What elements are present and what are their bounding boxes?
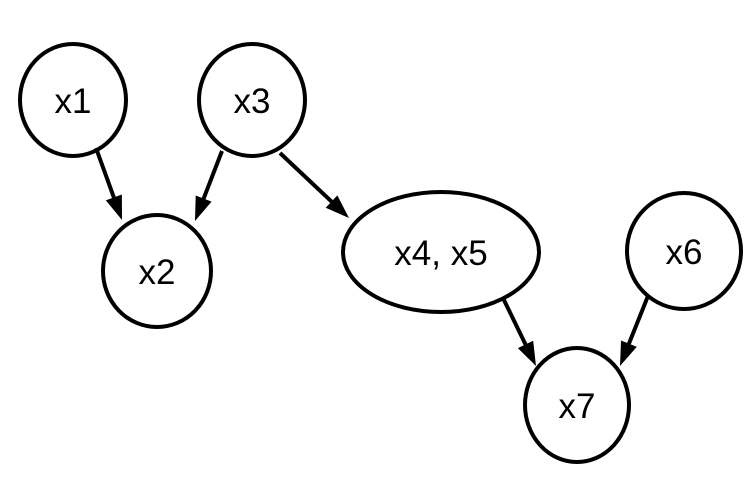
node-x4-x5-label: x4, x5 <box>394 234 487 273</box>
node-x2: x2 <box>101 213 213 329</box>
node-x6-shape <box>625 191 743 311</box>
node-x3-shape <box>197 42 307 158</box>
node-x6-label: x6 <box>666 233 703 272</box>
edge-x3-to-x4-x5-line <box>278 151 340 209</box>
node-x4-x5: x4, x5 <box>341 190 541 314</box>
edge-x4-x5-to-x7-arrowhead-icon <box>517 340 536 366</box>
node-x7-label: x7 <box>559 387 596 426</box>
edge-x4-x5-to-x7 <box>501 297 536 366</box>
node-x7: x7 <box>523 346 631 464</box>
edge-x3-to-x2 <box>195 150 224 221</box>
edge-x1-to-x2-line <box>94 147 119 207</box>
node-x1-label: x1 <box>55 82 92 121</box>
node-x2-shape <box>101 213 213 329</box>
edge-x3-to-x4-x5 <box>278 151 349 218</box>
node-x7-shape <box>523 346 631 464</box>
edge-x6-to-x7-arrowhead-icon <box>620 340 637 366</box>
edge-x3-to-x2-line <box>198 150 224 208</box>
edge-x1-to-x2 <box>94 147 122 220</box>
edge-x1-to-x2-arrowhead-icon <box>105 194 122 220</box>
node-x4-x5-shape <box>341 190 541 314</box>
node-x6: x6 <box>625 191 743 311</box>
edge-x3-to-x4-x5-arrowhead-icon <box>325 195 349 218</box>
node-x2-label: x2 <box>139 253 176 292</box>
edge-x3-to-x2-arrowhead-icon <box>195 195 212 221</box>
edge-x6-to-x7 <box>620 295 650 366</box>
edge-x6-to-x7-line <box>623 295 650 353</box>
node-x3-label: x3 <box>234 82 271 121</box>
node-x1: x1 <box>18 42 128 158</box>
edge-x4-x5-to-x7-line <box>501 297 531 353</box>
node-x1-shape <box>18 42 128 158</box>
node-x3: x3 <box>197 42 307 158</box>
